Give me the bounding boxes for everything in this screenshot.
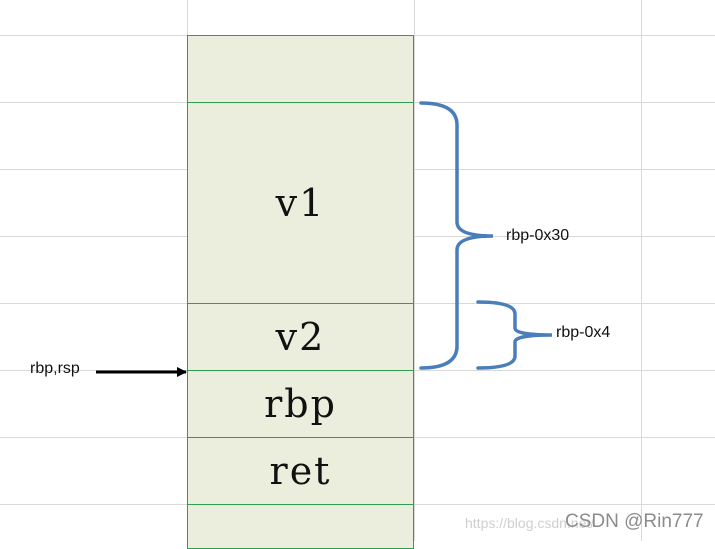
stack-cell-ret: ret bbox=[187, 437, 414, 505]
watermark-url: https://blog.csdn.net/ bbox=[465, 515, 595, 531]
brace-small-label: rbp-0x4 bbox=[556, 324, 611, 341]
grid-line bbox=[414, 0, 415, 541]
pointer-label: rbp,rsp bbox=[30, 360, 80, 377]
watermark-brand: CSDN @Rin777 bbox=[565, 511, 704, 532]
stack-cell-v2: v2 bbox=[187, 303, 414, 371]
stack-cell-rbp: rbp bbox=[187, 370, 414, 438]
stack-cell-v1: v1 bbox=[187, 102, 414, 304]
brace-large-shape bbox=[419, 101, 494, 370]
stack-cell-top bbox=[187, 35, 414, 103]
brace-large-label: rbp-0x30 bbox=[506, 227, 570, 244]
brace-small-shape bbox=[476, 300, 553, 370]
grid-line bbox=[641, 0, 642, 541]
